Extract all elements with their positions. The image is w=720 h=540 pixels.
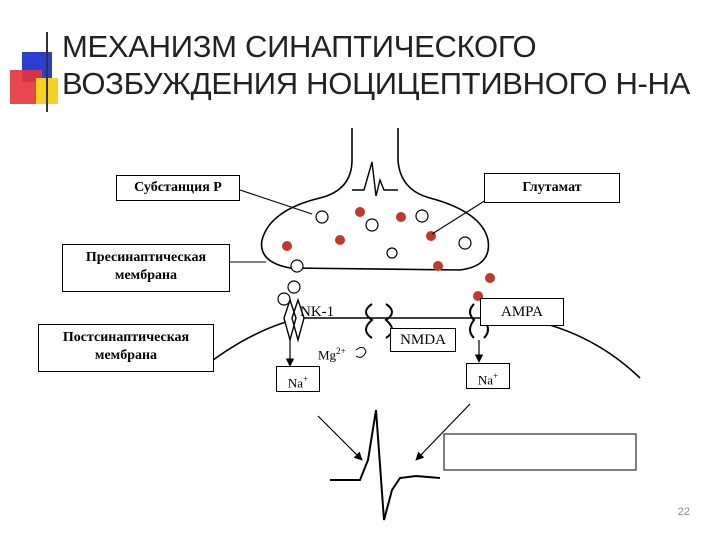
na-left-base: Na xyxy=(287,375,304,391)
title-line-1: МЕХАНИЗМ СИНАПТИЧЕСКОГО xyxy=(62,29,537,64)
glutamate-pointer xyxy=(431,199,487,235)
presynaptic-spike xyxy=(352,161,398,197)
postsynaptic-membrane-label: Постсинаптическая мембрана xyxy=(38,324,214,372)
glutamate-text: Глутамат xyxy=(522,180,582,195)
nk1-label: NK-1 xyxy=(300,304,334,321)
na-right-label-box: Na+ xyxy=(466,363,510,389)
ampa-text: AMPA xyxy=(501,304,543,320)
mg-sup: 2+ xyxy=(336,346,346,356)
na-right-base: Na xyxy=(477,372,494,388)
mg-base: Mg xyxy=(318,347,337,363)
page-number: 22 xyxy=(677,506,690,518)
vesicle-empty xyxy=(458,236,472,250)
empty-box xyxy=(443,433,637,471)
postsynaptic-spike xyxy=(330,409,441,521)
postsynaptic-line1: Постсинаптическая xyxy=(62,330,190,345)
vesicle-filled xyxy=(282,241,292,251)
substance-p-label: Субстанция Р xyxy=(116,175,240,201)
substance-p-text: Субстанция Р xyxy=(134,180,222,195)
vesicles xyxy=(277,207,495,306)
vesicle-filled xyxy=(433,261,443,271)
vesicle-empty xyxy=(290,259,304,273)
left-convergence-arrow xyxy=(317,415,363,461)
vesicle-empty xyxy=(365,218,379,232)
postsynaptic-line2: мембрана xyxy=(94,348,158,363)
right-convergence-arrow xyxy=(415,403,471,461)
page-title: МЕХАНИЗМ СИНАПТИЧЕСКОГО ВОЗБУЖДЕНИЯ НОЦИ… xyxy=(62,28,702,102)
na-left-label-box: Na+ xyxy=(276,366,320,392)
vesicle-filled xyxy=(335,235,345,245)
vesicle-empty xyxy=(315,210,329,224)
nmda-text: NMDA xyxy=(400,332,446,348)
nmda-receptor xyxy=(365,303,393,339)
substance-p-pointer xyxy=(239,189,313,215)
mg-block xyxy=(355,346,367,358)
vesicle-empty xyxy=(386,247,398,259)
presynaptic-terminal-outline xyxy=(260,128,490,271)
vesicle-empty xyxy=(415,209,429,223)
presynaptic-line2: мембрана xyxy=(114,268,178,283)
ampa-label-box: AMPA xyxy=(480,298,564,326)
vesicle-filled xyxy=(355,207,365,217)
deco-vertical-line xyxy=(46,32,48,112)
vesicle-empty xyxy=(287,280,301,294)
presynaptic-line1: Пресинаптическая xyxy=(85,250,207,265)
vesicle-filled xyxy=(396,212,406,222)
na-right-sup: + xyxy=(493,371,499,381)
presynaptic-membrane-label: Пресинаптическая мембрана xyxy=(62,244,230,292)
na-left-sup: + xyxy=(303,374,309,384)
mg-label: Mg2+ xyxy=(318,346,346,363)
nmda-label-box: NMDA xyxy=(390,328,456,352)
vesicle-filled xyxy=(485,273,495,283)
nk1-text: NK-1 xyxy=(300,304,335,320)
glutamate-label: Глутамат xyxy=(484,173,620,203)
title-line-2: ВОЗБУЖДЕНИЯ НОЦИЦЕПТИВНОГО Н-НА xyxy=(62,66,691,101)
